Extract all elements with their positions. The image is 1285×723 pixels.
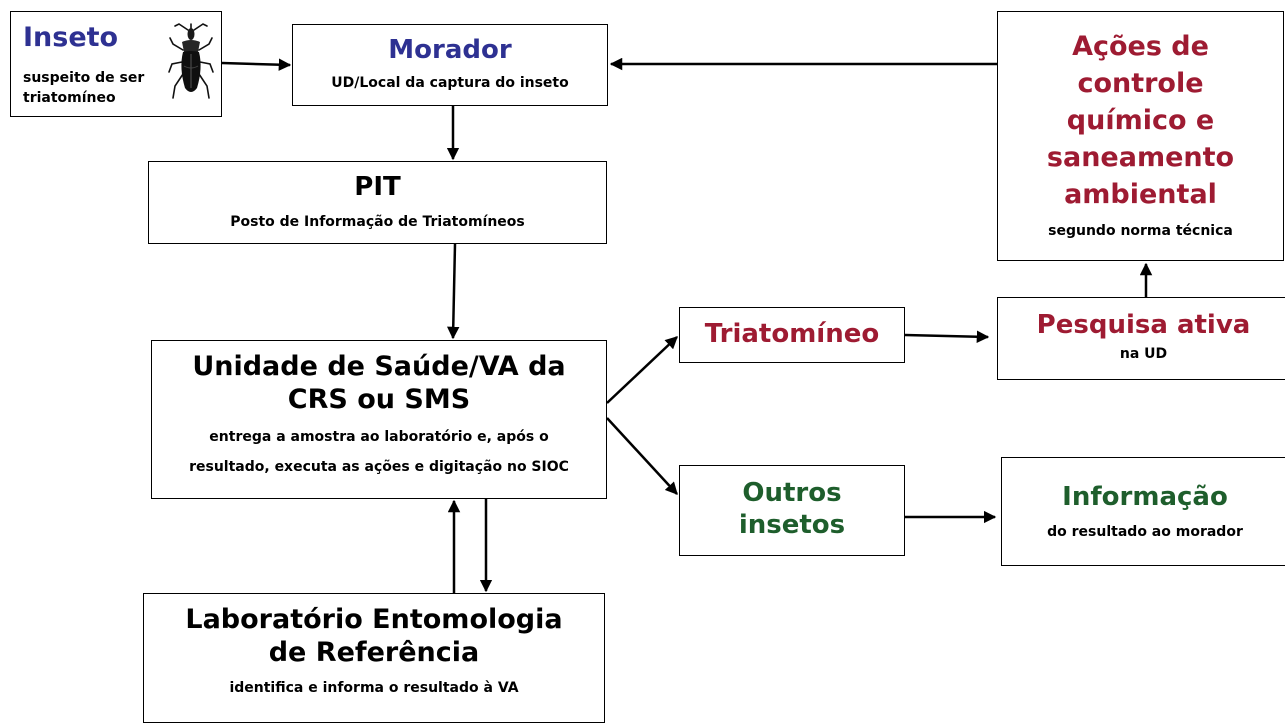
inseto-subtitle-line1: suspeito de ser bbox=[23, 70, 145, 86]
arrow-unidade-to-outros bbox=[606, 417, 678, 495]
pit-title: PIT bbox=[354, 172, 401, 202]
pesquisa-subtitle: na UD bbox=[1119, 346, 1168, 362]
triatomineo-box: Triatomíneo bbox=[679, 307, 905, 363]
acoes-title-line1: Ações de bbox=[1072, 31, 1209, 62]
laboratorio-title-line1: Laboratório Entomologia bbox=[185, 604, 563, 635]
laboratorio-title-line2: de Referência bbox=[268, 637, 480, 668]
pesquisa-box: Pesquisa ativa na UD bbox=[997, 297, 1285, 380]
arrow-inseto-to-morador bbox=[221, 58, 292, 71]
acoes-title-line4: saneamento bbox=[1046, 142, 1235, 173]
pit-subtitle: Posto de Informação de Triatomíneos bbox=[230, 214, 525, 230]
laboratorio-box: Laboratório Entomologia de Referência id… bbox=[143, 593, 605, 723]
pesquisa-title: Pesquisa ativa bbox=[1036, 310, 1251, 340]
arrow-pit-to-unidade bbox=[446, 243, 460, 340]
morador-box: Morador UD/Local da captura do inseto bbox=[292, 24, 608, 106]
inseto-subtitle-line2: triatomíneo bbox=[23, 90, 116, 106]
morador-subtitle: UD/Local da captura do inseto bbox=[331, 75, 569, 91]
outros-title-line2: insetos bbox=[738, 510, 846, 540]
inseto-box: Inseto suspeito de ser triatomíneo bbox=[10, 11, 222, 117]
acoes-box: Ações de controle químico e saneamento a… bbox=[997, 11, 1284, 261]
unidade-box: Unidade de Saúde/VA da CRS ou SMS entreg… bbox=[151, 340, 607, 499]
arrow-triatomineo-to-pesquisa bbox=[904, 330, 990, 343]
triatomine-bug-icon bbox=[168, 23, 214, 99]
outros-box: Outros insetos bbox=[679, 465, 905, 556]
acoes-title-line5: ambiental bbox=[1064, 179, 1217, 210]
informacao-title: Informação bbox=[1062, 482, 1228, 512]
acoes-title-line2: controle bbox=[1077, 68, 1204, 99]
arrow-unidade-to-triatomineo bbox=[606, 336, 678, 404]
informacao-box: Informação do resultado ao morador bbox=[1001, 457, 1285, 566]
unidade-title-line1: Unidade de Saúde/VA da bbox=[192, 351, 566, 382]
unidade-title-line2: CRS ou SMS bbox=[287, 384, 471, 415]
unidade-subtitle-line1: entrega a amostra ao laboratório e, após… bbox=[209, 429, 549, 445]
morador-title: Morador bbox=[388, 35, 512, 65]
inseto-title: Inseto bbox=[23, 22, 119, 53]
pit-box: PIT Posto de Informação de Triatomíneos bbox=[148, 161, 607, 244]
acoes-title-line3: químico e bbox=[1066, 105, 1215, 136]
outros-title-line1: Outros bbox=[742, 478, 842, 508]
acoes-subtitle: segundo norma técnica bbox=[1048, 223, 1233, 239]
informacao-subtitle: do resultado ao morador bbox=[1047, 524, 1243, 540]
laboratorio-subtitle: identifica e informa o resultado à VA bbox=[229, 680, 519, 696]
triatomineo-title: Triatomíneo bbox=[704, 319, 880, 349]
unidade-subtitle-line2: resultado, executa as ações e digitação … bbox=[189, 459, 569, 475]
